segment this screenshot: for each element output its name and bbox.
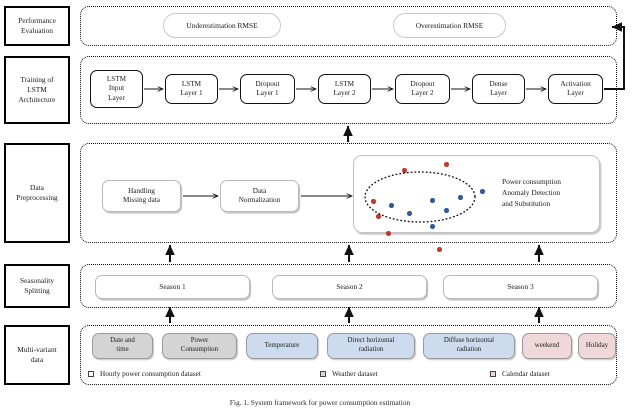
chip-label: Holiday — [585, 341, 609, 349]
metric-underestimation-rmse: Underestimation RMSE — [163, 13, 281, 38]
legend-label: Hourly power consumption dataset — [100, 370, 201, 378]
figure-caption: Fig. 1. System framework for power consu… — [229, 398, 411, 407]
scatter-dot-normal — [407, 211, 412, 216]
chip-label: weekend — [534, 341, 560, 349]
legend-swatch-icon — [88, 371, 94, 377]
scatter-dot-normal — [458, 195, 463, 200]
chip-holiday: Holiday — [578, 333, 616, 359]
legend-calendar-dataset: Calendar dataset — [490, 370, 550, 378]
metric-label: Underestimation RMSE — [186, 21, 258, 30]
season-3: Season 3 — [443, 275, 598, 299]
legend-weather-dataset: Weather dataset — [320, 370, 378, 378]
cluster-ellipse-icon — [364, 171, 476, 223]
chip-label: Temperature — [264, 341, 300, 349]
node-label: Season 1 — [159, 282, 186, 292]
scatter-dot-normal — [480, 189, 485, 194]
scatter-dot-normal — [389, 203, 394, 208]
scatter-dot-normal — [430, 224, 435, 229]
season-2: Season 2 — [272, 275, 427, 299]
legend-hourly-power-consumption-dataset: Hourly power consumption dataset — [88, 370, 201, 378]
scatter-dot-anomaly — [386, 231, 391, 236]
scatter-dot-anomaly — [376, 214, 381, 219]
chip-weekend: weekend — [522, 333, 572, 359]
scatter-dot-anomaly — [402, 168, 407, 173]
scatter-dot-anomaly — [371, 199, 376, 204]
chip-temperature: Temperature — [246, 333, 318, 359]
scatter-dot-anomaly — [444, 162, 449, 167]
scatter-dot-normal — [444, 208, 449, 213]
legend-swatch-icon — [490, 371, 496, 377]
metric-label: Overestimation RMSE — [415, 21, 484, 30]
arrows-multivariant-to-seasonality — [165, 306, 544, 323]
legend-swatch-icon — [320, 371, 326, 377]
metric-overestimation-rmse: Overestimation RMSE — [393, 13, 506, 38]
legend-label: Weather dataset — [332, 370, 378, 378]
season-1: Season 1 — [95, 275, 250, 299]
band-performance-evaluation — [80, 6, 617, 46]
node-label: Season 2 — [336, 282, 363, 292]
scatter-dot-normal — [430, 198, 435, 203]
node-label: Season 3 — [507, 282, 534, 292]
legend-label: Calendar dataset — [502, 370, 550, 378]
scatter-dot-anomaly — [437, 247, 442, 252]
arrows-seasonality-to-preprocessing — [165, 244, 544, 262]
